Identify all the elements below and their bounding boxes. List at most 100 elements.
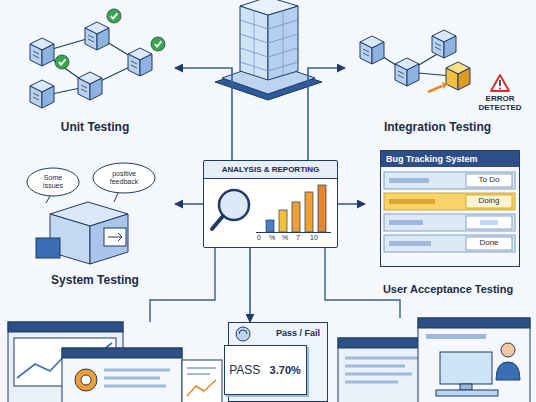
illustration-part	[151, 37, 165, 51]
connector-arrow	[308, 68, 345, 160]
illustration-part	[318, 185, 326, 232]
panel-title: ANALYSIS & REPORTING	[204, 161, 337, 179]
illustration-part	[203, 160, 338, 178]
illustration-part	[491, 75, 509, 91]
axis-tick: 0	[257, 234, 261, 241]
unit-cubes	[30, 9, 165, 108]
dashboard-left	[8, 322, 222, 402]
status-tag: To Do	[466, 175, 512, 184]
illustration-part	[90, 214, 128, 264]
illustration-part	[428, 86, 442, 92]
illustration-part	[460, 384, 472, 390]
illustration-part	[389, 220, 423, 225]
result-card: PASS3.70%	[224, 345, 307, 395]
illustration-part	[254, 10, 283, 75]
integration-cubes	[360, 30, 509, 92]
illustration-part	[107, 9, 121, 23]
illustration-part	[418, 318, 530, 402]
speech-bubble-text: Some issues	[33, 174, 73, 189]
axis-tick: 10	[310, 234, 318, 241]
illustration-part	[426, 334, 486, 339]
analysis-panel: ANALYSIS & REPORTING 0%% 7 10	[203, 160, 338, 248]
illustration-part	[187, 380, 216, 396]
illustration-part	[389, 241, 431, 246]
illustration-part	[36, 238, 60, 258]
illustration-part	[418, 318, 530, 328]
illustration-part	[187, 368, 216, 374]
illustration-part	[30, 38, 54, 66]
acceptance-testing-area: User Acceptance Testing Bug Tracking Syst…	[365, 145, 531, 298]
illustration-part	[440, 352, 492, 384]
illustration-part	[27, 168, 79, 196]
illustration-part	[30, 80, 54, 108]
bug-board	[380, 150, 520, 267]
illustration-part	[466, 195, 512, 208]
connector-arrow	[249, 248, 251, 322]
illustration-part	[384, 193, 515, 210]
illustration-part	[436, 390, 498, 396]
panel-title: Bug Tracking System	[381, 151, 519, 167]
illustration-part	[292, 202, 300, 232]
illustration-part	[150, 248, 215, 322]
illustration-part	[466, 174, 512, 187]
illustration-part	[104, 370, 170, 386]
illustration-part	[395, 58, 419, 86]
illustration-part	[501, 343, 515, 357]
axis-tick: 7	[296, 234, 300, 241]
axis-tick: %	[269, 234, 275, 241]
illustration-part	[384, 172, 515, 189]
illustration-part	[380, 150, 520, 267]
illustration-part	[212, 216, 223, 229]
status-tag: Done	[466, 238, 512, 247]
illustration-part	[480, 220, 498, 225]
illustration-part	[499, 80, 501, 86]
server-hub	[215, 0, 322, 100]
illustration-part	[389, 199, 435, 204]
section-label: User Acceptance Testing	[383, 283, 513, 295]
connector-arrow	[175, 203, 203, 205]
illustration-part	[62, 348, 182, 358]
illustration-part	[384, 214, 515, 231]
analysis-chart	[203, 160, 338, 248]
integration-testing-area: Integration TestingERROR DETECTED	[345, 5, 530, 137]
illustration-part	[78, 72, 102, 100]
illustration-part	[114, 193, 118, 202]
flow-lines	[150, 248, 400, 322]
illustration-part	[55, 55, 69, 69]
illustration-part	[203, 160, 338, 248]
section-label: System Testing	[51, 273, 139, 287]
illustration-part	[338, 338, 428, 348]
speech-bubble-text: positive feedback	[100, 170, 148, 185]
illustration-part	[384, 235, 515, 252]
illustration-part	[466, 237, 512, 250]
illustration-part	[305, 192, 313, 232]
illustration-part	[499, 88, 501, 90]
illustration-part	[75, 369, 97, 391]
illustration-part	[266, 220, 274, 232]
pass-fail-card: Pass / FailPASS3.70%	[228, 322, 328, 402]
illustration-part	[236, 327, 250, 341]
illustration-part	[360, 36, 384, 64]
illustration-part	[182, 360, 222, 402]
bug-tracker-panel: Bug Tracking System To Do DoingDone	[380, 150, 520, 267]
illustration-part	[256, 232, 331, 233]
card-title: Pass / Fail	[276, 328, 320, 338]
connector-arrow	[338, 203, 365, 205]
illustration-part	[46, 196, 50, 203]
illustration-part	[108, 233, 122, 241]
illustration-part	[104, 228, 126, 246]
illustration-part	[8, 322, 123, 332]
illustration-part	[345, 358, 418, 382]
illustration-part	[496, 362, 520, 380]
section-label: Integration Testing	[384, 120, 491, 134]
status-tag: Doing	[466, 196, 512, 205]
unit-testing-area: Unit Testing	[15, 5, 175, 137]
illustration-part	[93, 163, 155, 193]
axis-tick: %	[282, 234, 288, 241]
system-box	[27, 163, 155, 264]
illustration-part	[279, 210, 287, 232]
illustration-part	[128, 48, 152, 76]
